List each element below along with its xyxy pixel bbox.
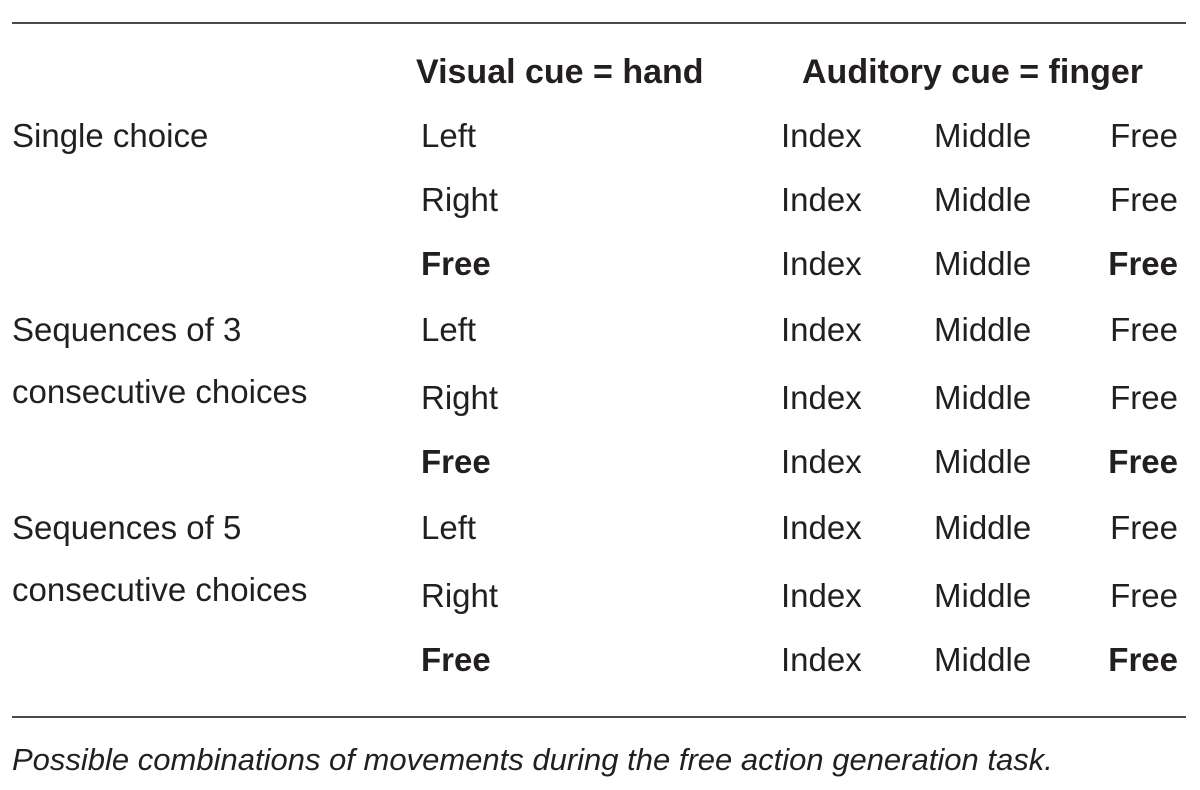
finger-free-cell: Free (1108, 245, 1178, 282)
condition-label: Single choice (12, 117, 209, 154)
table-bottom-rule (12, 716, 1186, 718)
finger-index-cell: Index (781, 443, 862, 480)
hand-cell: Free (421, 443, 491, 480)
header-visual-cue: Visual cue = hand (416, 53, 704, 91)
finger-middle-cell: Middle (934, 117, 1032, 154)
finger-free-cell: Free (1110, 117, 1178, 154)
header-auditory-cue: Auditory cue = finger (802, 53, 1143, 91)
finger-index-cell: Index (781, 117, 862, 154)
finger-free-cell: Free (1108, 641, 1178, 678)
finger-free-cell: Free (1110, 509, 1178, 546)
hand-cell: Free (421, 641, 491, 678)
hand-cell: Left (421, 509, 477, 546)
finger-middle-cell: Middle (934, 245, 1032, 282)
finger-free-cell: Free (1110, 379, 1178, 416)
condition-label: Sequences of 5 (12, 509, 242, 546)
hand-cell: Right (421, 181, 499, 218)
finger-middle-cell: Middle (934, 509, 1032, 546)
condition-label: Sequences of 3 (12, 311, 242, 348)
table-top-rule (12, 22, 1186, 24)
hand-cell: Left (421, 311, 477, 348)
finger-free-cell: Free (1110, 311, 1178, 348)
finger-index-cell: Index (781, 181, 862, 218)
condition-label: consecutive choices (12, 373, 308, 410)
finger-index-cell: Index (781, 577, 862, 614)
finger-index-cell: Index (781, 641, 862, 678)
finger-middle-cell: Middle (934, 181, 1032, 218)
hand-cell: Right (421, 577, 499, 614)
finger-index-cell: Index (781, 245, 862, 282)
finger-free-cell: Free (1110, 181, 1178, 218)
finger-middle-cell: Middle (934, 641, 1032, 678)
hand-cell: Left (421, 117, 477, 154)
finger-free-cell: Free (1108, 443, 1178, 480)
condition-label: consecutive choices (12, 571, 308, 608)
finger-index-cell: Index (781, 509, 862, 546)
table-caption: Possible combinations of movements durin… (12, 742, 1053, 777)
finger-middle-cell: Middle (934, 311, 1032, 348)
hand-cell: Right (421, 379, 499, 416)
finger-middle-cell: Middle (934, 443, 1032, 480)
finger-free-cell: Free (1110, 577, 1178, 614)
finger-index-cell: Index (781, 311, 862, 348)
hand-cell: Free (421, 245, 491, 282)
finger-middle-cell: Middle (934, 577, 1032, 614)
finger-middle-cell: Middle (934, 379, 1032, 416)
finger-index-cell: Index (781, 379, 862, 416)
